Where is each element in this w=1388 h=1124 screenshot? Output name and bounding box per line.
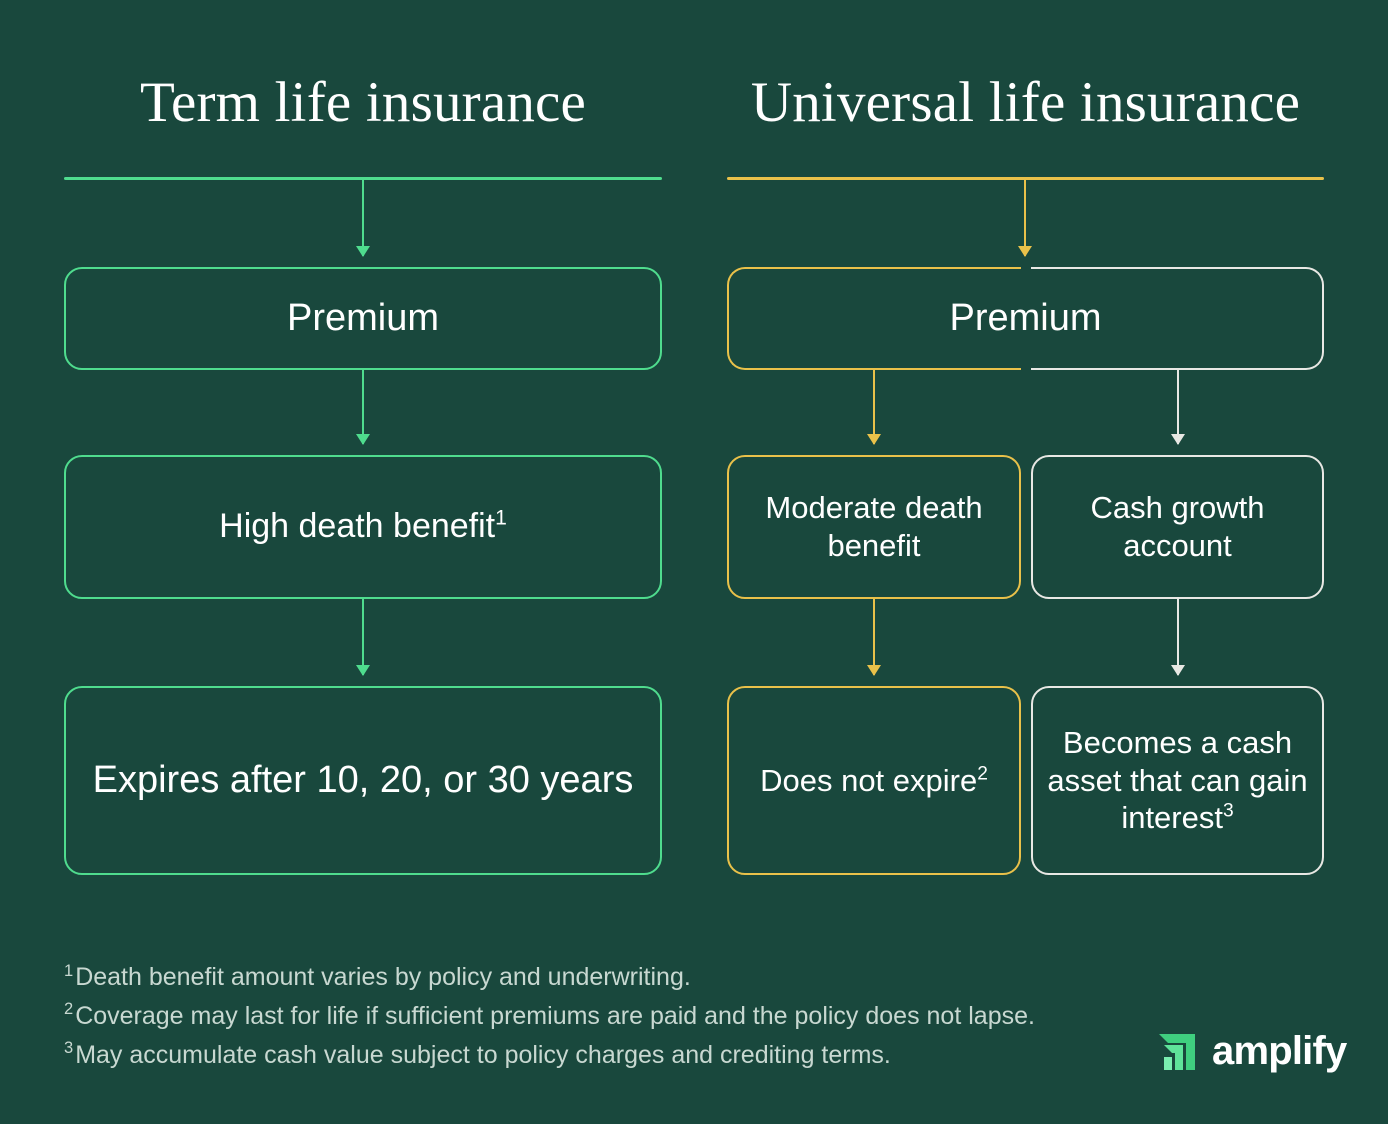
footnote-item: 3May accumulate cash value subject to po… (64, 1036, 1144, 1075)
amplify-logo: amplify (1155, 1026, 1347, 1075)
term-death-benefit-text: High death benefit (219, 507, 496, 546)
universal-cash-account-label: Cash growth account (1090, 490, 1265, 563)
universal-premium-label: Premium (949, 297, 1102, 340)
universal-cash-account-box: Cash growth account (1031, 455, 1324, 599)
term-expiry-box: Expires after 10, 20, or 30 years (64, 686, 662, 875)
arrow-universal-premium-to-death-benefit (873, 370, 875, 444)
footnote-item: 2Coverage may last for life if sufficien… (64, 997, 1144, 1036)
universal-cash-asset-label: Becomes a cash asset that can gain inter… (1047, 724, 1308, 837)
arrow-universal-premium-to-cash-account (1177, 370, 1179, 444)
term-premium-label: Premium (286, 297, 440, 340)
amplify-wordmark: amplify (1212, 1028, 1347, 1073)
footnote-marker: 3 (64, 1039, 74, 1058)
universal-no-expiry-label: Does not expire2 (760, 762, 988, 800)
universal-death-benefit-box: Moderate death benefit (727, 455, 1021, 599)
amplify-chevron-mark-icon (1155, 1026, 1199, 1075)
universal-cash-asset-box: Becomes a cash asset that can gain inter… (1031, 686, 1324, 875)
footnote-marker: 1 (64, 961, 74, 980)
term-death-benefit-label: High death benefit1 (219, 506, 507, 547)
universal-column-title: Universal life insurance (750, 71, 1301, 134)
footnote-text: May accumulate cash value subject to pol… (75, 1040, 891, 1069)
universal-premium-box: Premium (727, 267, 1324, 370)
footnote-text: Death benefit amount varies by policy an… (75, 963, 691, 991)
footnote-item: 1Death benefit amount varies by policy a… (64, 958, 1144, 997)
term-premium-box: Premium (64, 267, 662, 370)
arrow-term-death-benefit-to-expiry (362, 599, 364, 675)
universal-no-expiry-footnote-marker: 2 (977, 763, 988, 785)
term-death-benefit-box: High death benefit1 (64, 455, 662, 599)
term-expiry-label: Expires after 10, 20, or 30 years (92, 759, 634, 802)
universal-no-expiry-box: Does not expire2 (727, 686, 1021, 875)
arrow-term-title-to-premium (362, 178, 364, 256)
universal-death-benefit-label: Moderate death benefit (765, 490, 983, 563)
arrow-universal-death-benefit-to-no-expiry (873, 599, 875, 675)
footnote-marker: 2 (64, 1000, 74, 1019)
term-column-title: Term life insurance (139, 71, 587, 134)
arrow-term-premium-to-death-benefit (362, 370, 364, 444)
arrow-universal-cash-account-to-cash-asset (1177, 599, 1179, 675)
universal-cash-asset-text: Becomes a cash asset that can gain inter… (1047, 724, 1308, 836)
footnote-text: Coverage may last for life if sufficient… (75, 1001, 1035, 1030)
universal-cash-asset-footnote-marker: 3 (1222, 801, 1234, 823)
footnote-list: 1Death benefit amount varies by policy a… (64, 958, 1144, 1074)
arrow-universal-title-to-premium (1024, 178, 1026, 256)
universal-no-expiry-text: Does not expire (760, 762, 978, 798)
term-death-benefit-footnote-marker: 1 (495, 506, 507, 530)
